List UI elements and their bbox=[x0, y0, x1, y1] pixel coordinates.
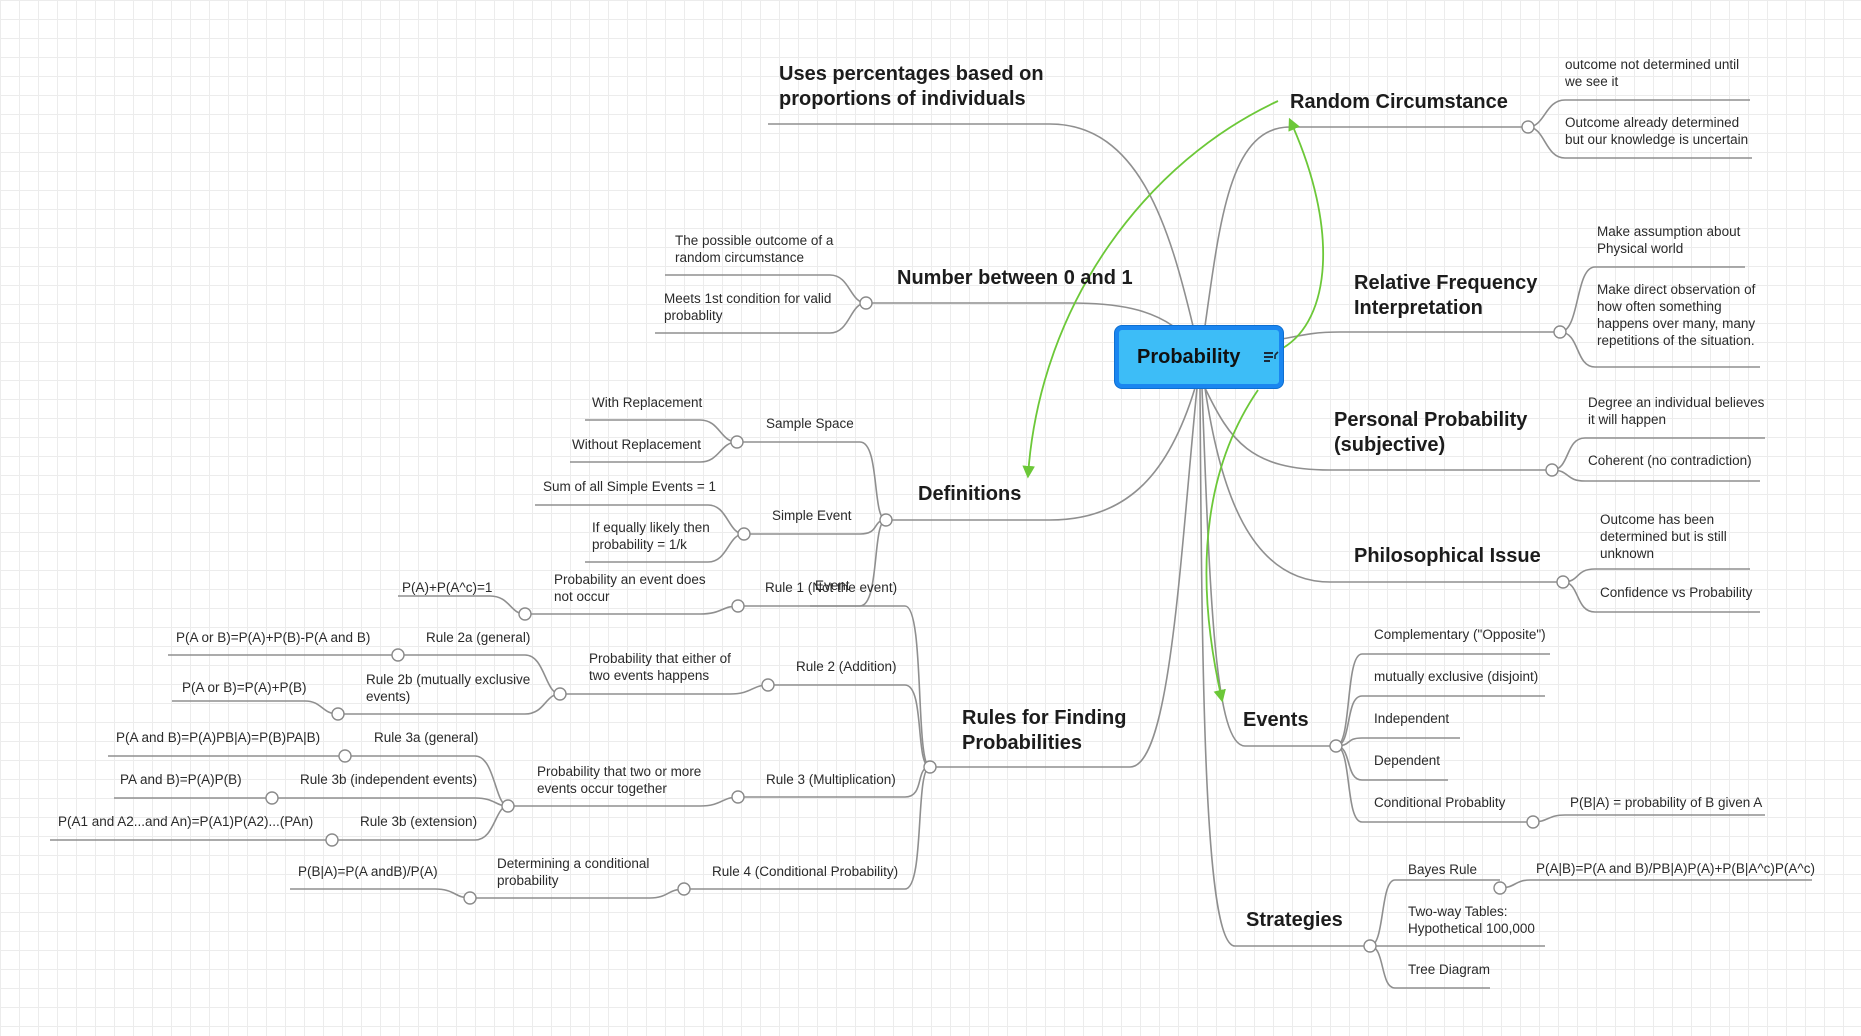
branch-lines bbox=[50, 99, 1812, 989]
topic-number-between-0-and-1[interactable]: Number between 0 and 1 bbox=[897, 267, 1133, 289]
rule-1-label[interactable]: Rule 1 (Not the event) bbox=[765, 580, 898, 595]
conditional-probability-detail[interactable]: P(B|A) = probability of B given A bbox=[1570, 795, 1763, 810]
rule-2a-label[interactable]: Rule 2a (general) bbox=[426, 630, 531, 645]
rule-2a-formula[interactable]: P(A or B)=P(A)+P(B)-P(A and B) bbox=[176, 630, 371, 645]
simple-event-sum[interactable]: Sum of all Simple Events = 1 bbox=[543, 479, 716, 494]
subtopic-random-item-2[interactable]: Outcome already determined but our knowl… bbox=[1565, 115, 1749, 147]
subtopic-personal-item-1[interactable]: Degree an individual believes it will ha… bbox=[1588, 395, 1765, 427]
topic-relative-frequency[interactable]: Relative Frequency Interpretation bbox=[1354, 272, 1538, 319]
subtopic-philosophical-item-1[interactable]: Outcome has been determined but is still… bbox=[1600, 512, 1727, 561]
event-item-mutually-exclusive[interactable]: mutually exclusive (disjoint) bbox=[1374, 669, 1539, 684]
relationship-arrows[interactable] bbox=[1022, 100, 1325, 703]
sample-space-with-replacement[interactable]: With Replacement bbox=[592, 395, 703, 410]
event-item-dependent[interactable]: Dependent bbox=[1374, 753, 1441, 768]
subtopic-random-item-1[interactable]: outcome not determined until we see it bbox=[1565, 57, 1740, 89]
sample-space-without-replacement[interactable]: Without Replacement bbox=[572, 437, 702, 452]
topic-rules-for-finding-probabilities[interactable]: Rules for Finding Probabilities bbox=[962, 707, 1127, 754]
definition-event[interactable]: Event bbox=[815, 578, 850, 593]
event-item-complementary[interactable]: Complementary ("Opposite") bbox=[1374, 627, 1546, 642]
rule-3a-label[interactable]: Rule 3a (general) bbox=[374, 730, 479, 745]
topic-philosophical-issue[interactable]: Philosophical Issue bbox=[1354, 545, 1541, 567]
topic-definitions[interactable]: Definitions bbox=[918, 483, 1022, 505]
rule-2b-formula[interactable]: P(A or B)=P(A)+P(B) bbox=[182, 680, 307, 695]
subtopic-number-item-1[interactable]: The possible outcome of a random circums… bbox=[675, 233, 834, 265]
subtopic-number-item-2[interactable]: Meets 1st condition for valid probablity bbox=[664, 291, 832, 323]
rule-3b-extension-formula[interactable]: P(A1 and A2...and An)=P(A1)P(A2)...(PAn) bbox=[58, 814, 314, 829]
rule-4-description[interactable]: Determining a conditional probability bbox=[497, 856, 650, 888]
rule-3a-formula[interactable]: P(A and B)=P(A)PB|A)=P(B)PA|B) bbox=[116, 730, 321, 745]
central-topic[interactable]: Probability bbox=[1115, 326, 1283, 388]
event-item-conditional[interactable]: Conditional Probablity bbox=[1374, 795, 1506, 810]
subtopic-philosophical-item-2[interactable]: Confidence vs Probability bbox=[1600, 585, 1753, 600]
event-item-independent[interactable]: Independent bbox=[1374, 711, 1450, 726]
topic-random-circumstance[interactable]: Random Circumstance bbox=[1290, 91, 1508, 113]
rule-4-formula[interactable]: P(B|A)=P(A andB)/P(A) bbox=[298, 864, 438, 879]
rule-4-label[interactable]: Rule 4 (Conditional Probability) bbox=[712, 864, 899, 879]
subtopic-personal-item-2[interactable]: Coherent (no contradiction) bbox=[1588, 453, 1752, 468]
rule-3b-formula[interactable]: PA and B)=P(A)P(B) bbox=[120, 772, 242, 787]
simple-event-equally-likely[interactable]: If equally likely then probability = 1/k bbox=[592, 520, 710, 552]
definition-simple-event[interactable]: Simple Event bbox=[772, 508, 852, 523]
rule-2-description[interactable]: Probability that either of two events ha… bbox=[589, 651, 731, 683]
rule-3b-label[interactable]: Rule 3b (independent events) bbox=[300, 772, 478, 787]
topic-strategies[interactable]: Strategies bbox=[1246, 909, 1343, 931]
collapse-toggles[interactable] bbox=[265, 120, 1570, 953]
strategy-item-bayes[interactable]: Bayes Rule bbox=[1408, 862, 1478, 877]
definition-sample-space[interactable]: Sample Space bbox=[766, 416, 854, 431]
rule-2b-label[interactable]: Rule 2b (mutually exclusive events) bbox=[366, 672, 531, 704]
rule-1-description[interactable]: Probability an event does not occur bbox=[554, 572, 706, 604]
strategy-item-two-way-tables[interactable]: Two-way Tables: Hypothetical 100,000 bbox=[1408, 904, 1535, 936]
rule-3-label[interactable]: Rule 3 (Multiplication) bbox=[766, 772, 896, 787]
subtopic-relative-item-2[interactable]: Make direct observation of how often som… bbox=[1597, 282, 1756, 348]
rule-3-description[interactable]: Probability that two or more events occu… bbox=[537, 764, 702, 796]
bayes-formula[interactable]: P(A|B)=P(A and B)/PB|A)P(A)+P(B|A^c)P(A^… bbox=[1536, 861, 1816, 876]
topic-events[interactable]: Events bbox=[1243, 709, 1309, 731]
rule-3b-extension-label[interactable]: Rule 3b (extension) bbox=[360, 814, 478, 829]
central-topic-title: Probability bbox=[1137, 345, 1241, 368]
rule-2-label[interactable]: Rule 2 (Addition) bbox=[796, 659, 897, 674]
strategy-item-tree-diagram[interactable]: Tree Diagram bbox=[1408, 962, 1491, 977]
subtopic-relative-item-1[interactable]: Make assumption about Physical world bbox=[1597, 224, 1741, 256]
topic-personal-probability[interactable]: Personal Probability (subjective) bbox=[1334, 409, 1528, 456]
rule-1-formula[interactable]: P(A)+P(A^c)=1 bbox=[402, 580, 493, 595]
topic-uses-percentages[interactable]: Uses percentages based on proportions of… bbox=[779, 63, 1044, 110]
